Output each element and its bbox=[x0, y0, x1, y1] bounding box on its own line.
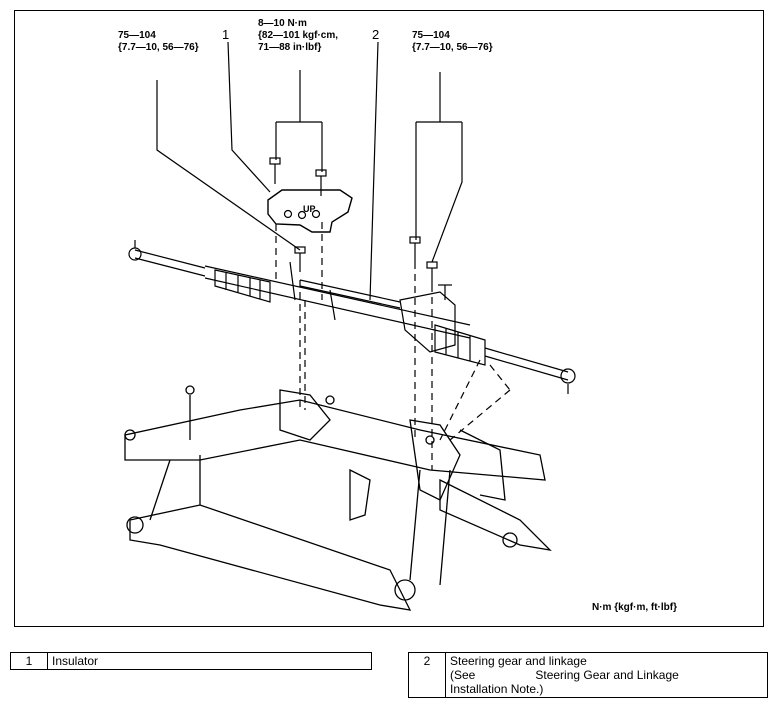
legend-row: 1 Insulator bbox=[10, 652, 372, 670]
legend-desc-line: Steering gear and linkage bbox=[450, 654, 587, 668]
left-tie-rod bbox=[134, 249, 206, 277]
torque-spec-right: 75—104 {7.7—10, 56—76} bbox=[412, 30, 493, 54]
hydraulic-lines bbox=[289, 261, 401, 321]
leader-left-torque bbox=[156, 80, 301, 251]
callout-1: 1 bbox=[222, 27, 230, 42]
legend-number: 2 bbox=[408, 652, 446, 698]
legend-row: 2 Steering gear and linkage (See Steerin… bbox=[408, 652, 768, 698]
insulator bbox=[267, 189, 353, 233]
right-tie-rod bbox=[484, 347, 569, 381]
torque-left-alt: {7.7—10, 56—76} bbox=[118, 42, 199, 53]
callout-2: 2 bbox=[372, 27, 380, 42]
torque-left-nm: 75—104 bbox=[118, 30, 156, 41]
right-boot bbox=[434, 324, 486, 366]
insulator-bolts bbox=[269, 157, 327, 196]
legend-desc-line: Installation Note.) bbox=[450, 682, 544, 696]
left-boot bbox=[214, 269, 271, 303]
front-crossmember bbox=[124, 385, 552, 611]
legend-table-1: 1 Insulator bbox=[10, 652, 372, 670]
gear-mounting-bolts bbox=[294, 236, 438, 285]
legend-number: 1 bbox=[10, 652, 48, 670]
torque-spec-center: 8—10 N·m {82—101 kgf·cm, 71—88 in·lbf} bbox=[258, 18, 338, 54]
legend-desc-line: (See Steering Gear and Linkage bbox=[450, 668, 679, 682]
torque-right-nm: 75—104 bbox=[412, 30, 450, 41]
legend-description: Steering gear and linkage (See Steering … bbox=[445, 652, 768, 698]
torque-center-inlbf: 71—88 in·lbf} bbox=[258, 42, 322, 53]
leader-callout-1 bbox=[227, 41, 271, 193]
torque-right-alt: {7.7—10, 56—76} bbox=[412, 42, 493, 53]
torque-center-nm: 8—10 N·m bbox=[258, 18, 307, 29]
leader-right-torque bbox=[415, 72, 463, 263]
pinion-housing bbox=[399, 291, 456, 353]
steering-rack-housing bbox=[204, 265, 471, 339]
alignment-dashes bbox=[275, 222, 511, 470]
leader-center-torque bbox=[275, 70, 323, 172]
diagram-frame bbox=[14, 10, 764, 627]
legend-description: Insulator bbox=[47, 652, 372, 670]
insulator-up-mark: UP bbox=[303, 204, 316, 214]
leader-callout-2 bbox=[369, 41, 379, 301]
torque-center-kgfcm: {82—101 kgf·cm, bbox=[258, 30, 339, 41]
legend-table-2: 2 Steering gear and linkage (See Steerin… bbox=[408, 652, 768, 698]
units-label: N·m {kgf·m, ft·lbf} bbox=[592, 602, 677, 613]
torque-spec-left: 75—104 {7.7—10, 56—76} bbox=[118, 30, 199, 54]
